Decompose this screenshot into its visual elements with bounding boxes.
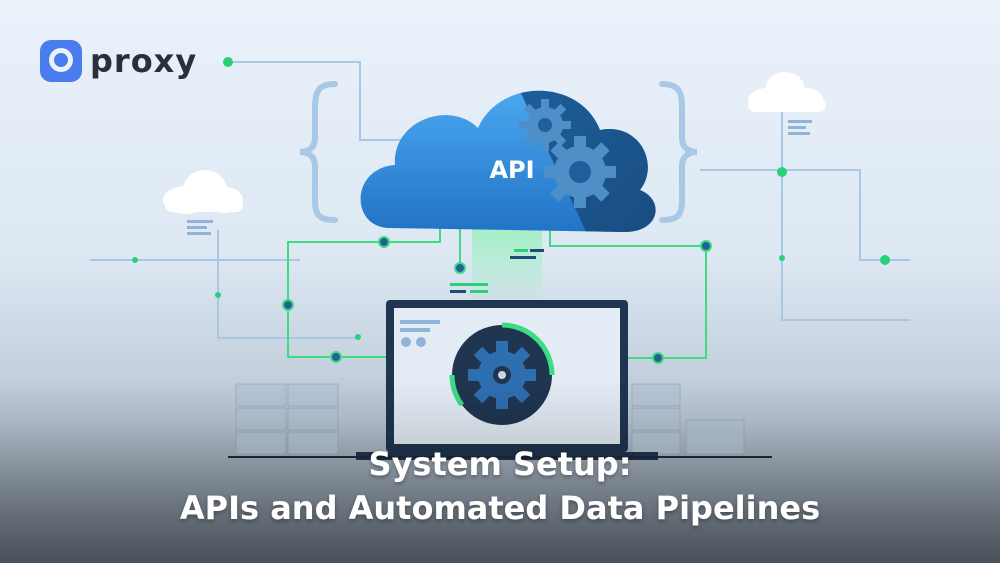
network-dots	[132, 57, 890, 340]
proxy-logo-icon	[40, 40, 82, 82]
text-lines-decor	[187, 120, 812, 235]
cloud-icon: API	[360, 90, 656, 232]
brand-name: proxy	[90, 42, 198, 80]
curly-brace-icon	[299, 81, 698, 223]
cloud-label: API	[489, 156, 534, 184]
small-cloud-left	[163, 170, 243, 214]
data-beam	[472, 228, 542, 298]
gear-icon	[519, 99, 571, 151]
headline: System Setup: APIs and Automated Data Pi…	[0, 442, 1000, 530]
brand-logo[interactable]: proxy	[40, 40, 197, 82]
headline-line-1: System Setup:	[368, 445, 632, 483]
gear-icon-large	[544, 136, 616, 208]
headline-line-2: APIs and Automated Data Pipelines	[179, 489, 821, 527]
connector-nodes	[282, 236, 712, 364]
bottom-fade	[0, 380, 1000, 563]
small-cloud-right	[748, 72, 826, 112]
code-lines-decor	[450, 249, 544, 293]
